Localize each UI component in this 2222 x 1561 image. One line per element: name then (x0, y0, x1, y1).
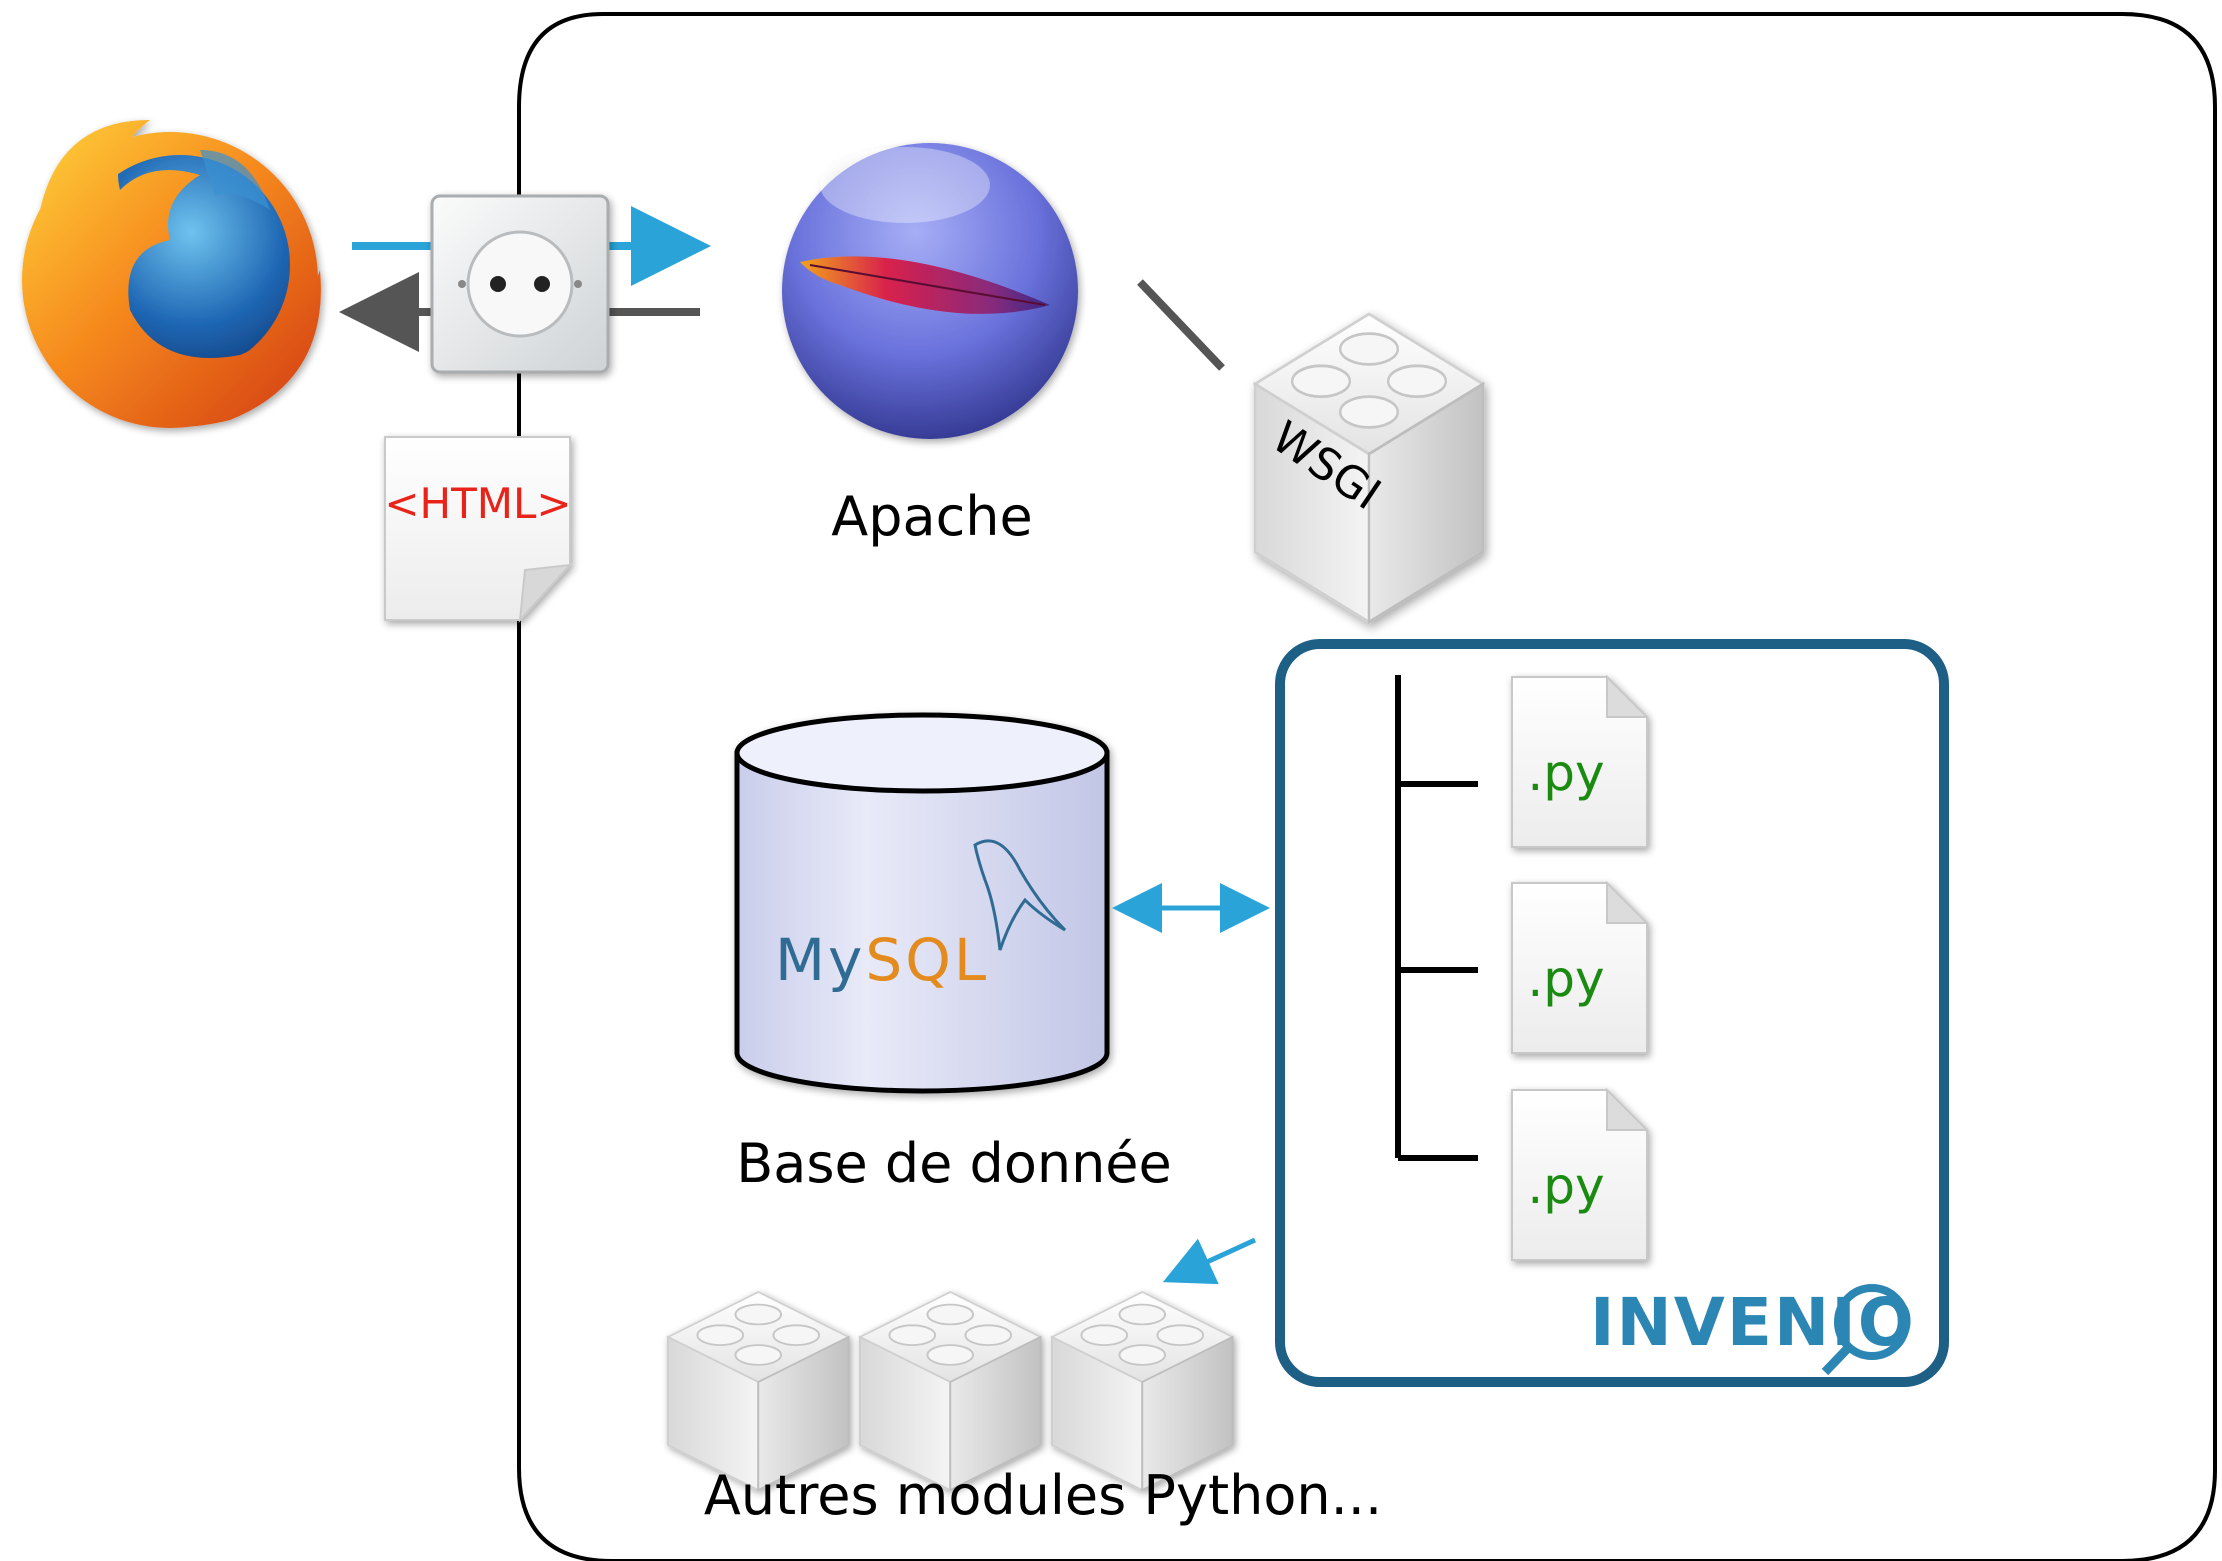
invenio-box (1275, 639, 1949, 1387)
apache-feather-icon (782, 143, 1078, 439)
other-modules-label: Autres modules Python... (704, 1464, 1382, 1527)
mysql-part-sql: SQL (865, 926, 989, 994)
invenio-logo-text: INVENIO (1590, 1284, 1916, 1361)
html-label: <HTML> (384, 479, 571, 528)
database-cylinder-icon (734, 712, 1110, 1094)
mysql-part-my: My (775, 926, 865, 994)
database-label: Base de donnée (736, 1132, 1172, 1195)
mysql-logo-text: MySQL (775, 926, 989, 994)
invenio-logo-icon: INVENIO (1590, 1284, 1916, 1376)
lego-block-1 (667, 1291, 850, 1491)
lego-block-3 (1051, 1291, 1234, 1491)
apache-wsgi-connector (1137, 279, 1225, 371)
mysql-logo-icon: MySQL (775, 839, 1067, 994)
invenio-modules-arrow (1162, 1237, 1257, 1285)
server-boundary (517, 12, 2217, 1561)
lego-block-2 (859, 1291, 1042, 1491)
apache-label: Apache (831, 485, 1032, 548)
firefox-icon (22, 120, 321, 428)
power-socket-icon (430, 194, 610, 374)
html-document-icon (384, 436, 573, 623)
py-label-3: .py (1527, 1157, 1604, 1215)
py-label-2: .py (1527, 950, 1604, 1008)
py-label-1: .py (1527, 744, 1604, 802)
file-tree (1395, 675, 1478, 1161)
